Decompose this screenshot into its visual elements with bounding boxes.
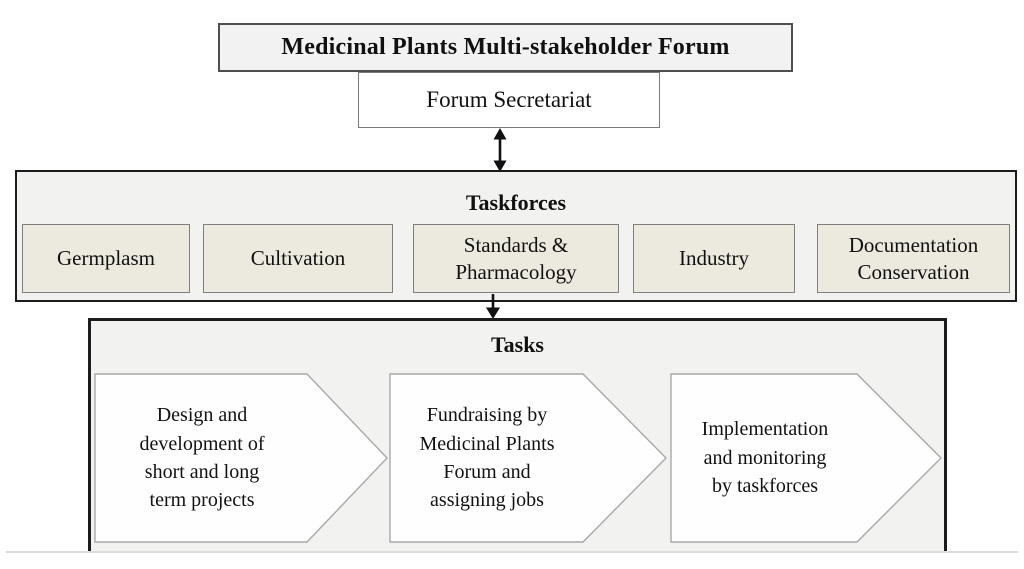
taskforce-industry: Industry bbox=[633, 224, 795, 293]
taskforce-germplasm: Germplasm bbox=[22, 224, 190, 293]
chevron-arrow-shape bbox=[94, 373, 388, 543]
task-step-label: Fundraising by Medicinal Plants Forum an… bbox=[419, 404, 555, 512]
taskforce-standards-pharmacology: Standards & Pharmacology bbox=[413, 224, 619, 293]
taskforces-title: Taskforces bbox=[465, 190, 567, 215]
task-step-label: Design and development of short and long… bbox=[139, 404, 265, 512]
task-step-design-development: Design and development of short and long… bbox=[94, 373, 388, 543]
chevron-arrow-shape bbox=[389, 373, 667, 543]
task-step-implementation: Implementation and monitoring by taskfor… bbox=[670, 373, 942, 543]
task-step-fundraising: Fundraising by Medicinal Plants Forum an… bbox=[389, 373, 667, 543]
secretariat-text: Forum Secretariat bbox=[426, 87, 592, 112]
tasks-title: Tasks bbox=[490, 332, 544, 357]
chevron-arrow-shape bbox=[670, 373, 942, 543]
secretariat-box: Forum Secretariat bbox=[358, 72, 660, 128]
page-edge-line bbox=[6, 551, 1018, 553]
forum-title-text: Medicinal Plants Multi-stakeholder Forum bbox=[281, 34, 730, 60]
down-arrow-icon bbox=[486, 294, 500, 319]
taskforce-documentation-conservation: Documentation Conservation bbox=[817, 224, 1010, 293]
double-arrow-icon bbox=[493, 128, 507, 172]
taskforce-cultivation: Cultivation bbox=[203, 224, 393, 293]
forum-title-box: Medicinal Plants Multi-stakeholder Forum bbox=[218, 23, 793, 72]
task-step-label: Implementation and monitoring by taskfor… bbox=[701, 418, 829, 498]
